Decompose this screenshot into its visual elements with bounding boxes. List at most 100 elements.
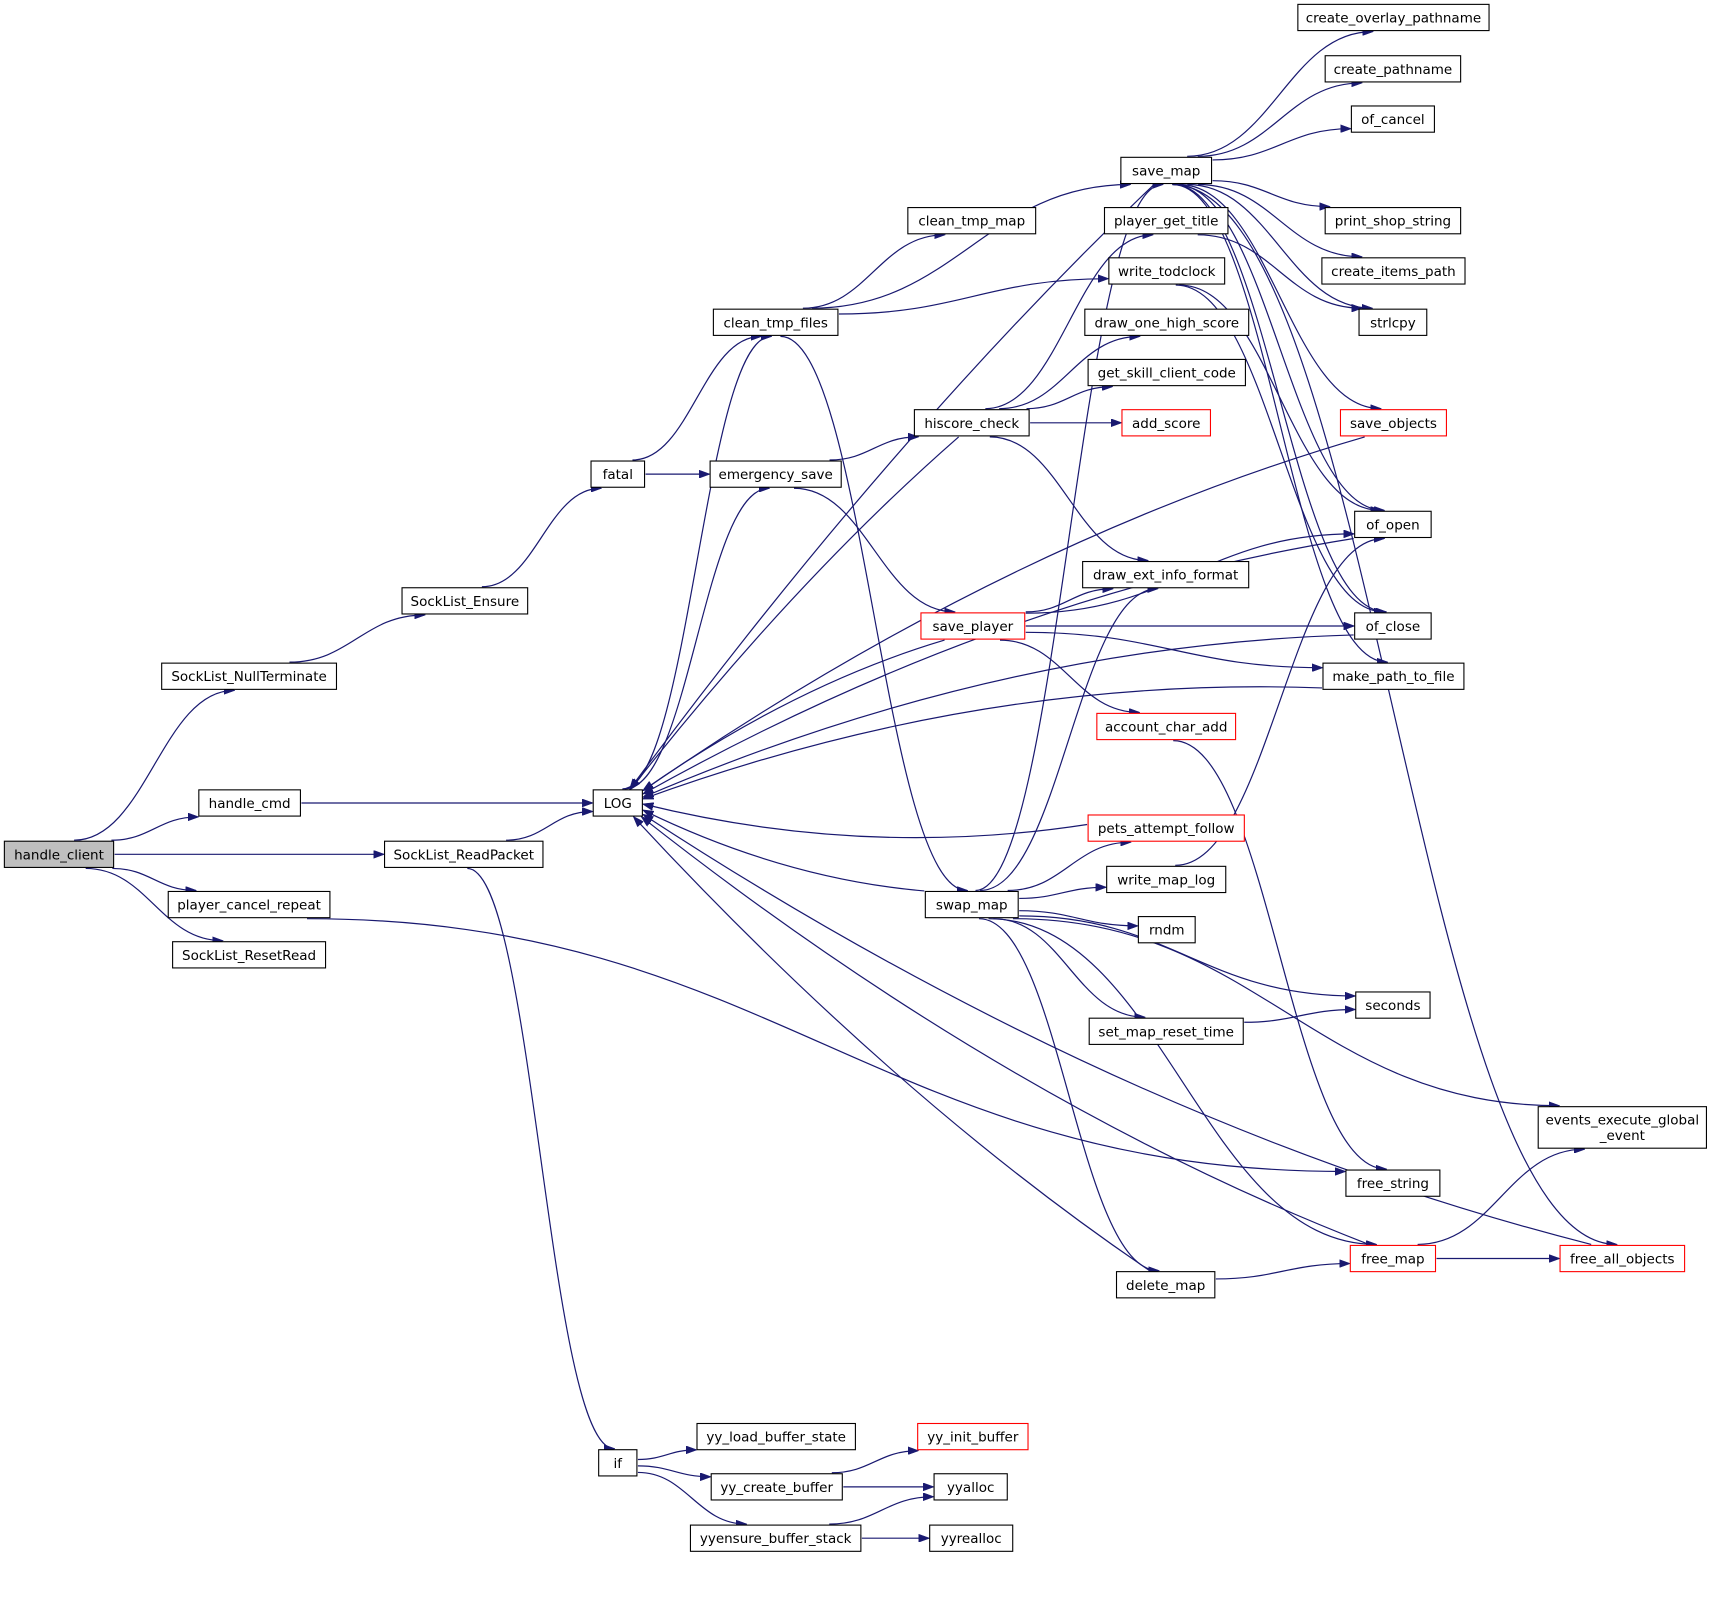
node-of_close[interactable]: of_close: [1354, 612, 1432, 640]
edge-save_map-to-of_cancel: [1212, 129, 1351, 161]
node-yyalloc[interactable]: yyalloc: [933, 1473, 1008, 1501]
node-SockList_Ensure[interactable]: SockList_Ensure: [401, 587, 529, 615]
node-box: [592, 789, 643, 817]
node-handle_cmd[interactable]: handle_cmd: [198, 789, 301, 817]
node-create_pathname[interactable]: create_pathname: [1324, 55, 1462, 83]
node-fatal[interactable]: fatal: [590, 460, 646, 488]
node-of_open[interactable]: of_open: [1354, 510, 1432, 539]
node-free_map[interactable]: free_map: [1349, 1244, 1437, 1273]
node-box: [924, 890, 1019, 919]
node-box: [1339, 409, 1447, 437]
node-box: [1121, 409, 1212, 437]
edge-account_char_add-to-free_string: [1173, 740, 1386, 1169]
node-label: yy_init_buffer: [927, 1430, 1019, 1446]
edge-free_map-to-events_execute_global_event: [1417, 1149, 1585, 1246]
node-label: create_items_path: [1331, 264, 1456, 280]
node-box: [1559, 1244, 1686, 1273]
node-seconds[interactable]: seconds: [1355, 991, 1431, 1019]
node-get_skill_client_code[interactable]: get_skill_client_code: [1087, 358, 1246, 387]
node-box: [1324, 55, 1462, 83]
node-account_char_add[interactable]: account_char_add: [1096, 712, 1237, 741]
node-hiscore_check[interactable]: hiscore_check: [913, 409, 1030, 437]
node-create_overlay_pathname[interactable]: create_overlay_pathname: [1297, 3, 1490, 32]
edge-swap_map-to-free_map: [988, 918, 1377, 1245]
node-SockList_NullTerminate[interactable]: SockList_NullTerminate: [161, 662, 338, 690]
node-SockList_ResetRead[interactable]: SockList_ResetRead: [172, 941, 327, 969]
node-free_all_objects[interactable]: free_all_objects: [1559, 1244, 1686, 1273]
edge-save_player-to-account_char_add: [999, 639, 1139, 712]
edge-yyensure_buffer_stack-to-yyalloc: [829, 1497, 933, 1525]
node-print_shop_string[interactable]: print_shop_string: [1324, 207, 1462, 235]
node-make_path_to_file[interactable]: make_path_to_file: [1322, 662, 1465, 690]
edge-fatal-to-clean_tmp_files: [632, 336, 761, 461]
node-rndm[interactable]: rndm: [1137, 916, 1196, 944]
node-box: [1324, 207, 1462, 235]
edge-SockList_ReadPacket-to-if: [467, 867, 614, 1448]
node-box: [1096, 712, 1237, 741]
node-draw_ext_info_format[interactable]: draw_ext_info_format: [1082, 560, 1250, 589]
node-yy_create_buffer[interactable]: yy_create_buffer: [710, 1473, 843, 1501]
node-yy_init_buffer[interactable]: yy_init_buffer: [917, 1422, 1029, 1451]
node-swap_map[interactable]: swap_map: [924, 890, 1019, 919]
node-delete_map[interactable]: delete_map: [1115, 1271, 1216, 1299]
node-player_get_title[interactable]: player_get_title: [1103, 207, 1229, 235]
node-events_execute_global_event[interactable]: events_execute_global_event: [1537, 1106, 1707, 1149]
node-save_player[interactable]: save_player: [920, 612, 1026, 640]
node-yyrealloc[interactable]: yyrealloc: [929, 1524, 1014, 1552]
edge-save_player-to-draw_ext_info_format: [1025, 589, 1113, 613]
edge-swap_map-to-LOG: [643, 810, 925, 892]
node-label: of_close: [1366, 619, 1421, 635]
node-save_objects[interactable]: save_objects: [1339, 409, 1447, 437]
node-save_map[interactable]: save_map: [1120, 156, 1213, 185]
edge-swap_map-to-events_execute_global_event: [1012, 918, 1559, 1106]
node-clean_tmp_files[interactable]: clean_tmp_files: [712, 308, 839, 336]
edge-save_map-to-free_all_objects: [1172, 183, 1616, 1245]
node-label: make_path_to_file: [1332, 669, 1454, 685]
edge-emergency_save-to-hiscore_check: [829, 437, 918, 461]
node-handle_client[interactable]: handle_client: [3, 840, 115, 868]
node-set_map_reset_time[interactable]: set_map_reset_time: [1088, 1017, 1244, 1045]
node-label: events_execute_global: [1545, 1113, 1699, 1129]
node-label: print_shop_string: [1335, 214, 1451, 230]
edge-handle_client-to-handle_cmd: [111, 817, 197, 841]
edge-handle_client-to-SockList_ResetRead: [85, 867, 223, 940]
edge-save_map-to-save_objects: [1178, 183, 1381, 409]
edge-clean_tmp_files-to-clean_tmp_map: [802, 235, 945, 309]
edge-hiscore_check-to-player_get_title: [985, 235, 1152, 410]
node-draw_one_high_score[interactable]: draw_one_high_score: [1084, 308, 1250, 336]
node-label: seconds: [1365, 998, 1420, 1014]
node-pets_attempt_follow[interactable]: pets_attempt_follow: [1087, 814, 1245, 842]
edge-LOG-to-emergency_save: [624, 488, 769, 790]
edge-write_map_log-to-of_open: [1175, 538, 1384, 866]
node-add_score[interactable]: add_score: [1121, 409, 1212, 437]
node-yy_load_buffer_state[interactable]: yy_load_buffer_state: [696, 1422, 856, 1451]
edge-swap_map-to-pets_attempt_follow: [1007, 842, 1131, 892]
node-box: [1103, 207, 1229, 235]
node-write_todclock[interactable]: write_todclock: [1108, 257, 1226, 285]
node-box: [1321, 257, 1466, 285]
node-SockList_ReadPacket[interactable]: SockList_ReadPacket: [384, 840, 544, 868]
node-label: handle_cmd: [209, 796, 291, 812]
node-label: hiscore_check: [924, 416, 1019, 432]
node-label: yyensure_buffer_stack: [700, 1531, 852, 1547]
node-strlcpy[interactable]: strlcpy: [1358, 308, 1428, 336]
node-label: SockList_Ensure: [411, 594, 520, 610]
edge-hiscore_check-to-draw_ext_info_format: [989, 436, 1148, 561]
node-LOG[interactable]: LOG: [592, 789, 643, 817]
node-yyensure_buffer_stack[interactable]: yyensure_buffer_stack: [689, 1524, 862, 1552]
node-emergency_save[interactable]: emergency_save: [709, 460, 842, 488]
edge-pets_attempt_follow-to-LOG: [643, 804, 1088, 839]
edge-save_map-to-create_items_path: [1198, 183, 1361, 257]
node-free_string[interactable]: free_string: [1345, 1169, 1441, 1197]
edge-if-to-yyensure_buffer_stack: [637, 1471, 746, 1524]
edge-clean_tmp_files-to-save_map: [811, 185, 1130, 309]
node-clean_tmp_map[interactable]: clean_tmp_map: [907, 207, 1037, 235]
node-box: [1120, 156, 1213, 185]
node-player_cancel_repeat[interactable]: player_cancel_repeat: [167, 890, 331, 919]
edge-SockList_Ensure-to-fatal: [481, 488, 601, 588]
node-create_items_path[interactable]: create_items_path: [1321, 257, 1466, 285]
node-if[interactable]: if: [598, 1449, 638, 1477]
node-of_cancel[interactable]: of_cancel: [1350, 105, 1435, 133]
node-write_map_log[interactable]: write_map_log: [1106, 865, 1227, 894]
node-box: [920, 612, 1026, 640]
